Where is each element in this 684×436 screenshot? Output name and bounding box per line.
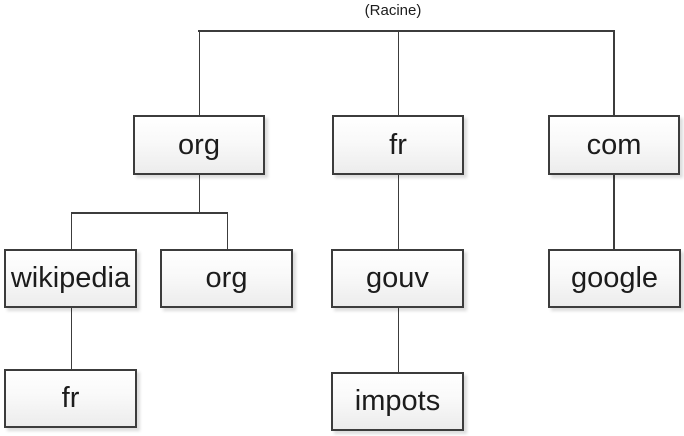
node-org-tld: org	[133, 115, 265, 175]
connector-fr-to-gouv	[397, 174, 399, 249]
connector-org-stub	[198, 174, 200, 212]
node-google: google	[548, 249, 681, 308]
node-com-tld-label: com	[586, 128, 642, 161]
node-gouv-label: gouv	[366, 262, 429, 294]
node-fr-leaf: fr	[4, 369, 137, 428]
root-label: (Racine)	[364, 2, 422, 19]
node-gouv: gouv	[331, 249, 464, 308]
node-impots: impots	[331, 372, 464, 431]
node-impots-label: impots	[354, 385, 441, 417]
connector-root-to-com	[613, 30, 615, 115]
connector-gouv-to-impots	[397, 308, 399, 372]
connector-com-to-google	[613, 174, 615, 249]
node-fr-leaf-label: fr	[61, 382, 80, 414]
node-wikipedia: wikipedia	[4, 249, 137, 308]
node-google-label: google	[570, 262, 659, 294]
connector-root-horizontal	[198, 30, 615, 32]
node-com-tld: com	[548, 115, 680, 175]
node-org-tld-label: org	[178, 128, 220, 161]
connector-org-to-wikipedia	[70, 212, 72, 249]
connector-org-horizontal	[70, 212, 228, 214]
node-wikipedia-label: wikipedia	[10, 262, 131, 294]
connector-wikipedia-to-fr	[70, 308, 72, 369]
node-fr-tld-label: fr	[389, 128, 407, 161]
node-fr-tld: fr	[332, 115, 464, 175]
connector-root-to-org	[198, 30, 200, 115]
node-org-sub: org	[160, 249, 293, 308]
connector-root-to-fr	[397, 30, 399, 115]
node-org-sub-label: org	[205, 262, 248, 294]
connector-org-to-org-sub	[226, 212, 228, 249]
